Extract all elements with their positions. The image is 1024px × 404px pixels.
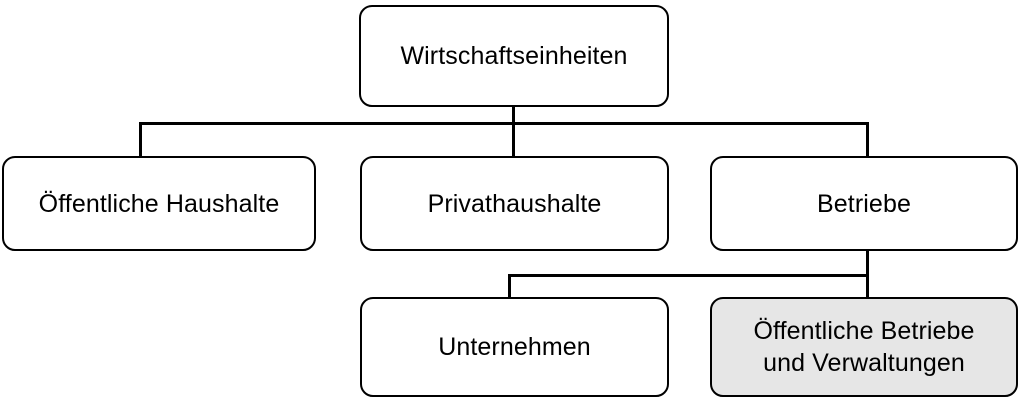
connector-drop-privathaushalte <box>512 122 515 158</box>
connector-drop-betriebe <box>866 122 869 158</box>
connector-level1-bus <box>139 122 869 125</box>
node-privathaushalte[interactable]: Privathaushalte <box>360 156 669 251</box>
node-unternehmen[interactable]: Unternehmen <box>360 297 669 397</box>
node-label: Betriebe <box>817 189 911 218</box>
node-label: Privathaushalte <box>427 189 602 218</box>
node-label: Wirtschaftseinheiten <box>400 42 628 70</box>
connector-betriebe-stem <box>866 249 869 277</box>
connector-drop-unternehmen <box>508 274 511 300</box>
node-oeffentliche-betriebe-und-verwaltungen[interactable]: Öffentliche Betriebe und Verwaltungen <box>710 297 1018 397</box>
node-betriebe[interactable]: Betriebe <box>710 156 1018 251</box>
node-wirtschaftseinheiten[interactable]: Wirtschaftseinheiten <box>359 5 669 107</box>
connector-drop-oeffentliche-betriebe <box>866 274 869 300</box>
connector-drop-oeffentliche-haushalte <box>139 122 142 158</box>
connector-level2-bus <box>508 274 869 277</box>
node-label: Öffentliche Betriebe und Verwaltungen <box>753 317 975 377</box>
connector-root-stem <box>512 105 515 125</box>
node-label: Öffentliche Haushalte <box>38 189 280 218</box>
node-oeffentliche-haushalte[interactable]: Öffentliche Haushalte <box>2 156 316 251</box>
node-label: Unternehmen <box>438 333 591 361</box>
